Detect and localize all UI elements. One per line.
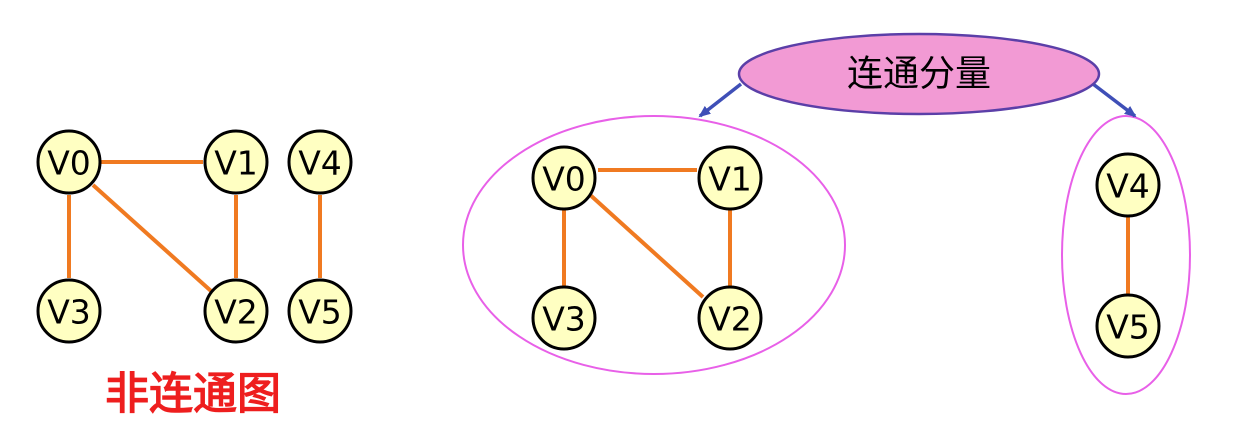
- node-label: V4: [1106, 167, 1150, 206]
- node-label: V2: [708, 300, 752, 339]
- connected-component-callout: 连通分量: [698, 32, 1137, 118]
- edge-v0-v2: [91, 183, 213, 293]
- node-v1: V1: [203, 129, 269, 195]
- node-v0: V0: [36, 129, 102, 195]
- node-label: V3: [542, 300, 586, 339]
- component-outline: [462, 115, 846, 375]
- node-v5: V5: [1095, 293, 1161, 359]
- node-label: V1: [708, 160, 752, 199]
- node-label: V0: [47, 144, 91, 183]
- node-v4: V4: [1095, 152, 1161, 218]
- node-v0: V0: [531, 145, 597, 211]
- node-label: V3: [47, 293, 91, 332]
- node-label: V5: [1106, 308, 1150, 347]
- node-v5: V5: [287, 278, 353, 344]
- node-label: V0: [542, 160, 586, 199]
- node-label: V2: [214, 293, 258, 332]
- node-v2: V2: [697, 285, 763, 351]
- connected-component-1: V0 V1 V3 V2: [462, 115, 846, 375]
- callout-bubble: [737, 32, 1101, 116]
- callout-label: 连通分量: [847, 54, 991, 95]
- callout-arrow-right: [1091, 82, 1137, 118]
- connected-component-2: V4 V5: [1061, 115, 1191, 395]
- node-v1: V1: [697, 145, 763, 211]
- node-label: V4: [298, 144, 342, 183]
- edge-v0-v2: [586, 191, 705, 299]
- node-v4: V4: [287, 129, 353, 195]
- node-label: V1: [214, 144, 258, 183]
- node-v3: V3: [36, 278, 102, 344]
- node-v2: V2: [203, 278, 269, 344]
- node-v3: V3: [531, 285, 597, 351]
- disconnected-graph: V0 V1 V4 V3 V2 V5 非连通图: [36, 129, 353, 420]
- callout-arrow-left: [698, 82, 743, 118]
- node-label: V5: [298, 293, 342, 332]
- disconnected-graph-caption: 非连通图: [105, 369, 281, 420]
